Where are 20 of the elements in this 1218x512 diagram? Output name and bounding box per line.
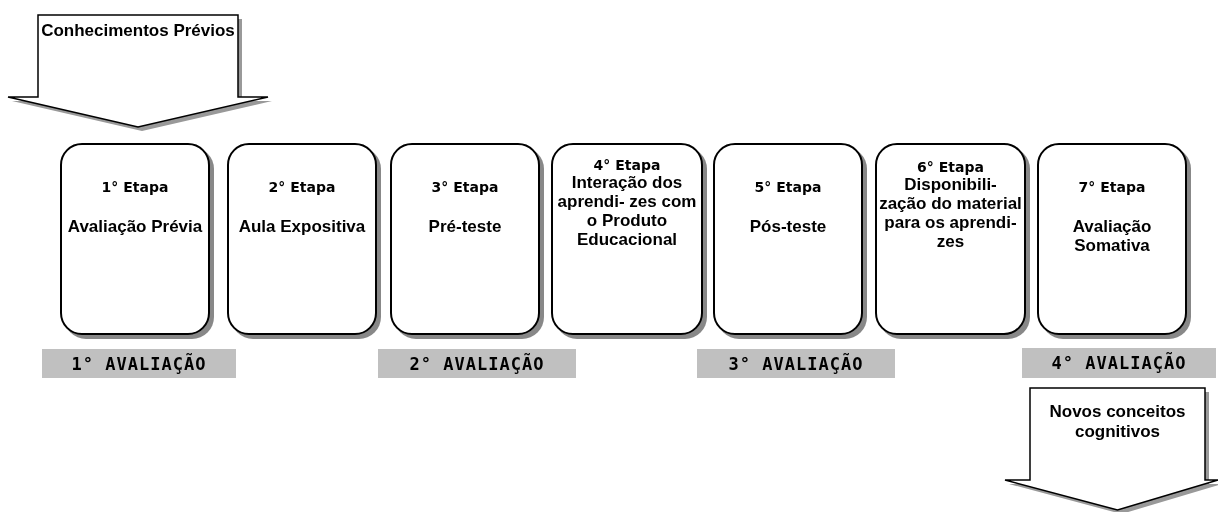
- evaluation-label: 1° AVALIAÇÃO: [42, 349, 236, 378]
- stage-title: Avaliação Prévia: [66, 217, 204, 237]
- stage-number: 4° Etapa: [593, 157, 661, 173]
- evaluation-label: 4° AVALIAÇÃO: [1022, 348, 1216, 378]
- stage-title: Avaliação Somativa: [1071, 217, 1153, 256]
- stage-title: Pós-teste: [748, 217, 828, 237]
- stage-number: 3° Etapa: [431, 179, 499, 195]
- stage-number: 7° Etapa: [1078, 179, 1146, 195]
- block-arrow: [1005, 388, 1218, 510]
- evaluation-label: 2° AVALIAÇÃO: [378, 349, 576, 378]
- stage-title: Pré-teste: [427, 217, 503, 237]
- evaluation-label: 3° AVALIAÇÃO: [697, 349, 895, 378]
- stage-title: Disponibili- zação do material para os aprendi- zes: [879, 175, 1022, 252]
- stage-number: 2° Etapa: [268, 179, 336, 195]
- stage-number: 1° Etapa: [101, 179, 169, 195]
- stage-title: Interação dos aprendi- zes com o Produto Educacional: [556, 173, 698, 250]
- stage-title: Aula Expositiva: [237, 217, 367, 237]
- stage-number: 6° Etapa: [917, 159, 984, 175]
- stage-number: 5° Etapa: [754, 179, 822, 195]
- arrow-label: Novos conceitos cognitivos: [1048, 402, 1187, 442]
